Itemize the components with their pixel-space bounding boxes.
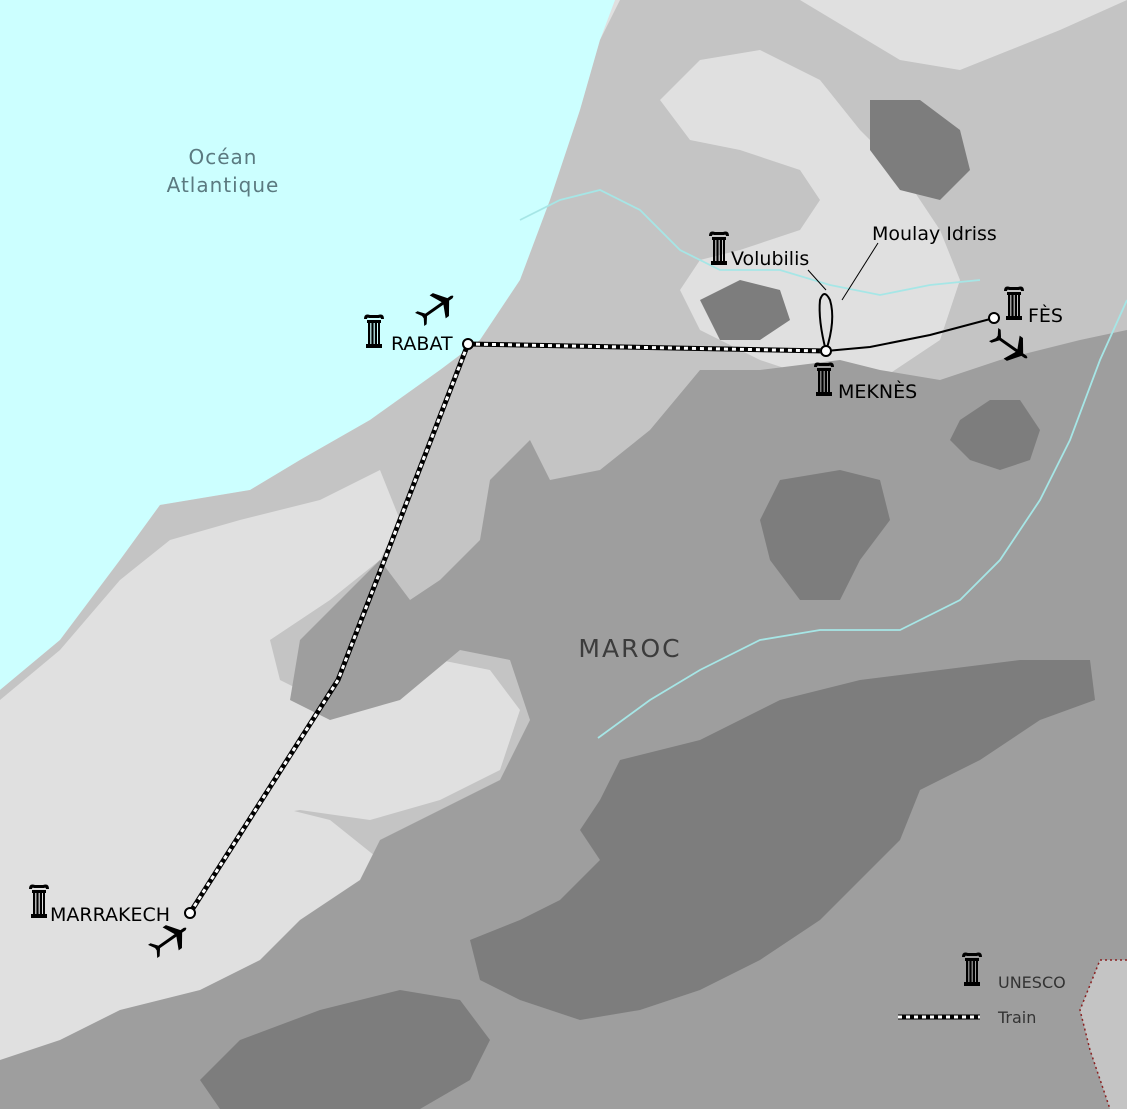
city-label-fes[interactable]: FÈS bbox=[1028, 304, 1063, 327]
route-excursion-loop bbox=[818, 293, 834, 352]
map-legend: UNESCO Train bbox=[898, 952, 1066, 1027]
border-line bbox=[1079, 959, 1127, 1109]
city-dot-rabat[interactable] bbox=[462, 338, 474, 350]
land-peaks-3 bbox=[950, 400, 1040, 470]
land-peaks-5 bbox=[700, 280, 790, 340]
land-light-patch-2 bbox=[0, 470, 520, 850]
neighbour-land bbox=[1080, 960, 1127, 1109]
volubilis-leader bbox=[807, 269, 827, 291]
site-label-volubilis[interactable]: Volubilis bbox=[731, 248, 809, 270]
city-label-meknes[interactable]: MEKNÈS bbox=[838, 380, 917, 403]
land-light-patch-3 bbox=[0, 860, 240, 990]
country-label: MAROC bbox=[578, 634, 681, 663]
city-dot-meknes[interactable] bbox=[820, 345, 832, 357]
site-label-moulay-idriss[interactable]: Moulay Idriss bbox=[872, 223, 997, 245]
land-peaks-4 bbox=[200, 990, 490, 1109]
route-train-marrakech-rabat bbox=[187, 343, 471, 915]
moulay-idriss-leader bbox=[841, 242, 879, 301]
city-dot-fes[interactable] bbox=[988, 312, 1000, 324]
city-label-marrakech[interactable]: MARRAKECH bbox=[50, 904, 170, 926]
city-label-rabat[interactable]: RABAT bbox=[391, 333, 453, 355]
river-east bbox=[597, 299, 1127, 739]
route-road-meknes-fes bbox=[825, 317, 995, 352]
land-peaks-2 bbox=[760, 470, 890, 600]
route-train-rabat-meknes bbox=[467, 341, 827, 354]
legend-train-label: Train bbox=[997, 1008, 1036, 1027]
city-dot-marrakech[interactable] bbox=[184, 907, 196, 919]
land-peaks-6 bbox=[870, 100, 970, 200]
ocean-label-line1: Océan bbox=[189, 145, 258, 169]
river-north bbox=[519, 189, 981, 296]
legend-unesco-label: UNESCO bbox=[998, 973, 1066, 992]
land-peaks-1 bbox=[470, 660, 1095, 1020]
ocean-label-line2: Atlantique bbox=[167, 173, 280, 197]
